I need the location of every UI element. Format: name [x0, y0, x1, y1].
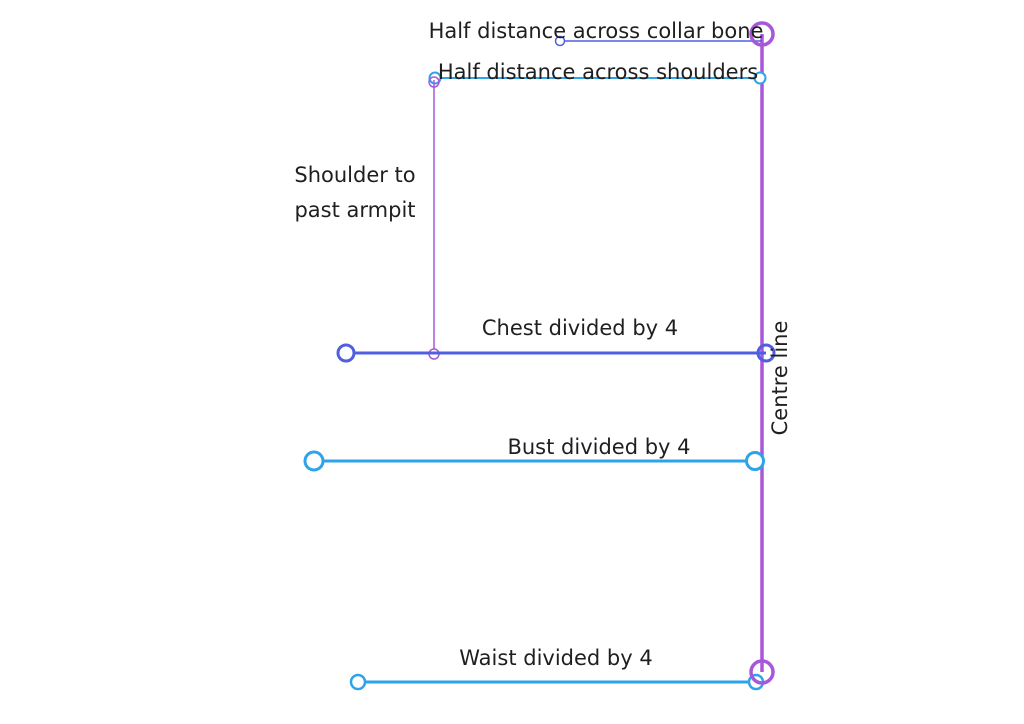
- bust-start-point: [303, 450, 325, 472]
- chest-label: Chest divided by 4: [482, 316, 678, 340]
- shoulder-to-armpit-label-line1: Shoulder to: [294, 163, 415, 187]
- waist-start-point: [349, 673, 367, 691]
- centre-line-label: Centre line: [768, 321, 792, 436]
- chest-start-point: [336, 343, 356, 363]
- bust-end-point: [745, 451, 765, 471]
- chest-end-point: [756, 343, 776, 363]
- shoulders-end-point: [753, 71, 767, 85]
- shoulder-to-armpit-label-line2: past armpit: [294, 198, 415, 222]
- centre-line-top-point: [749, 21, 775, 47]
- collar-bone-start-point: [554, 35, 566, 47]
- collar-bone-label: Half distance across collar bone: [429, 19, 764, 43]
- centre-line-bottom-point: [749, 659, 775, 685]
- shoulder-top-point: [428, 76, 440, 88]
- shoulders-label: Half distance across shoulders: [438, 60, 758, 84]
- shoulders-start-point: [428, 71, 442, 85]
- waist-label: Waist divided by 4: [459, 646, 652, 670]
- bust-label: Bust divided by 4: [507, 435, 690, 459]
